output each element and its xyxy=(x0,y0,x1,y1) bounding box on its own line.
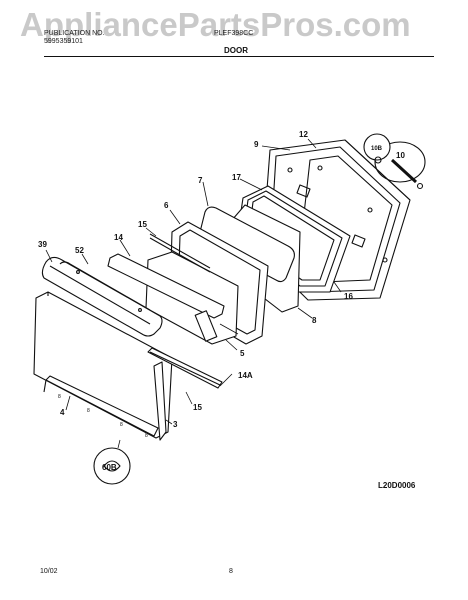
callout-label: 14A xyxy=(238,371,253,380)
trim-strip xyxy=(107,253,225,319)
upper-channel xyxy=(149,233,218,342)
small-mark: 8 xyxy=(58,394,61,400)
callout-label: 12 xyxy=(299,130,308,139)
callout-label: 52 xyxy=(75,246,84,255)
small-mark: 8 xyxy=(120,422,123,428)
callout-label: 5 xyxy=(240,349,245,358)
callout-labels: 12 9 10B 10 17 7 6 15 14 39 52 16 8 5 14… xyxy=(38,130,405,472)
callout-label: 7 xyxy=(198,176,203,185)
screw xyxy=(374,141,426,190)
callout-label: 4 xyxy=(60,408,65,417)
callout-label: 14 xyxy=(114,233,123,242)
model-number: PLEF398CC xyxy=(214,30,254,37)
callout-label: 15 xyxy=(138,220,147,229)
section-title: DOOR xyxy=(224,46,248,55)
publication-number: 5995359101 xyxy=(44,38,83,45)
callout-label: 9 xyxy=(254,140,259,149)
header-divider xyxy=(44,56,434,57)
callout-label: 10B xyxy=(371,146,383,152)
small-mark: 8 xyxy=(87,408,90,414)
bottom-trim xyxy=(43,375,159,437)
callout-label: 8 xyxy=(312,316,317,325)
side-trim xyxy=(153,361,167,441)
callout-10b xyxy=(363,133,391,164)
callout-60b xyxy=(93,447,131,485)
small-mark: 8 xyxy=(145,433,148,439)
callout-label: 39 xyxy=(38,240,47,249)
outer-door-panel xyxy=(33,291,173,439)
lower-channel xyxy=(147,347,223,389)
callout-label: 3 xyxy=(173,420,178,429)
callout-label: 16 xyxy=(344,292,353,301)
callout-label: 17 xyxy=(232,173,241,182)
small-marks: 8 8 8 8 xyxy=(58,394,148,439)
callout-label: 60B xyxy=(102,463,117,472)
drawing-reference-code: L20D0006 xyxy=(378,481,416,490)
callout-label: 6 xyxy=(164,201,169,210)
publication-info: PUBLICATION NO. 5995359101 xyxy=(44,30,105,46)
leader-lines xyxy=(45,138,342,449)
door-handle xyxy=(41,256,163,337)
publication-label: PUBLICATION NO. xyxy=(44,30,105,37)
callout-label: 10 xyxy=(396,151,405,160)
watermark-logo: AppliancePartsPros.com xyxy=(20,6,411,43)
callout-label: 15 xyxy=(193,403,202,412)
footer-date: 10/02 xyxy=(40,568,58,575)
footer-page-number: 8 xyxy=(229,568,233,575)
